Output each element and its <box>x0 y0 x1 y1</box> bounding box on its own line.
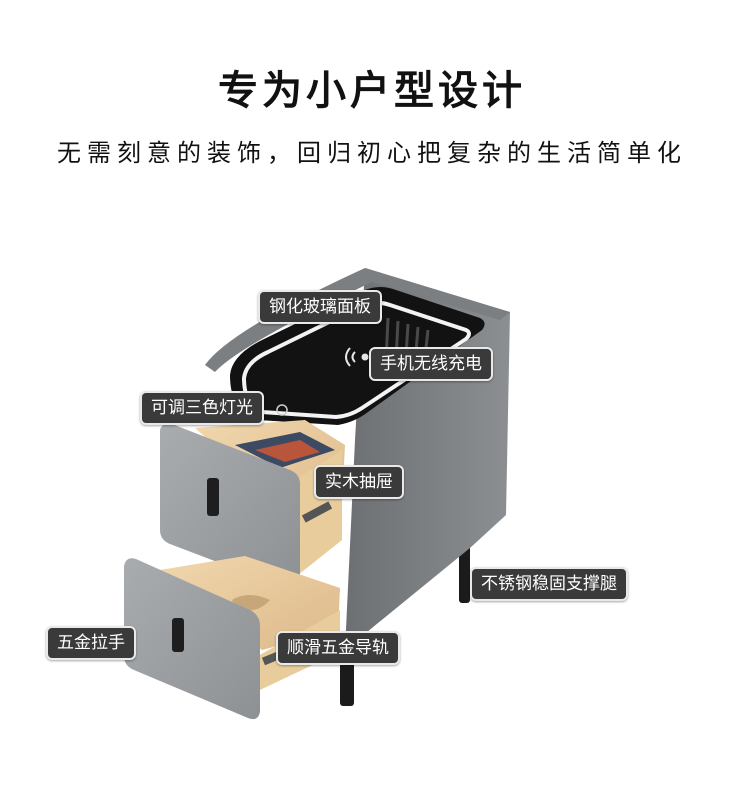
callout-stainless-legs: 不锈钢稳固支撑腿 <box>470 567 628 601</box>
callout-drawer-rail: 顺滑五金导轨 <box>276 631 400 665</box>
page-subtitle: 无需刻意的装饰，回归初心把复杂的生活简单化 <box>57 139 687 167</box>
cabinet-top-rim <box>205 268 510 372</box>
callout-tempered-glass-panel: 钢化玻璃面板 <box>258 290 382 324</box>
drawer-rail-upper <box>301 501 333 523</box>
callout-adjustable-light: 可调三色灯光 <box>140 391 264 425</box>
glass-top-panel <box>230 287 485 425</box>
lower-drawer-front <box>124 558 260 720</box>
upper-drawer-handle <box>207 478 219 516</box>
page-title: 专为小户型设计 <box>218 68 526 114</box>
lower-drawer-handle <box>172 618 184 652</box>
upper-drawer-front <box>160 423 300 590</box>
callout-wireless-charging: 手机无线充电 <box>369 347 493 381</box>
light-touch-button <box>276 404 288 416</box>
leg-back <box>459 545 470 603</box>
callout-solid-wood-drawer: 实木抽屉 <box>314 465 404 499</box>
callout-hardware-handle: 五金拉手 <box>46 626 136 660</box>
